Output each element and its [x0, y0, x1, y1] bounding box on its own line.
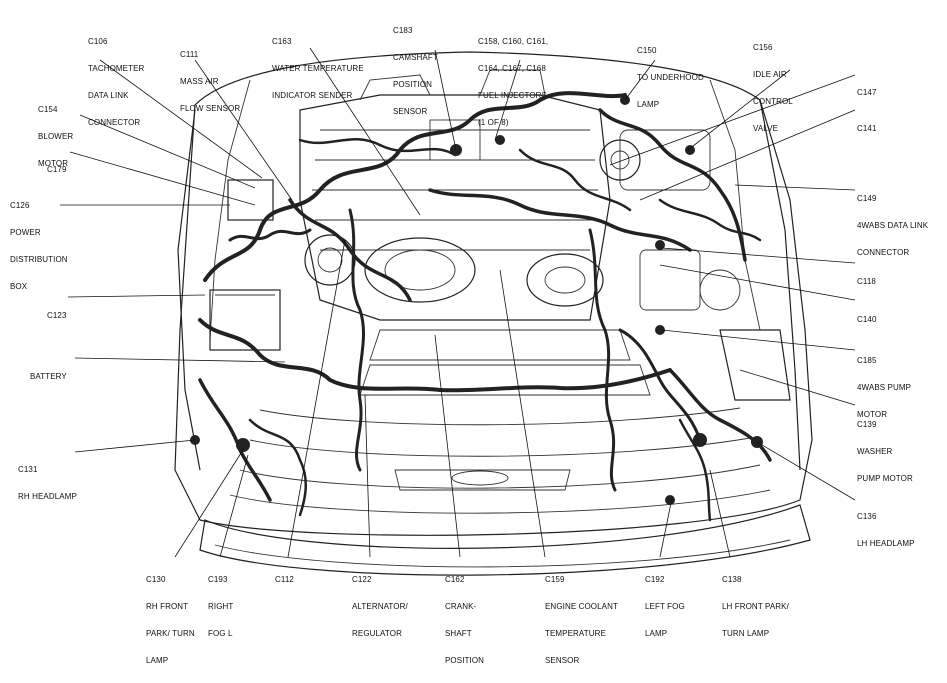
- label-c136-lh-headlamp: C136 LH HEADLAMP: [857, 512, 915, 548]
- label-c138-lh-front-park-turn-lamp: C138 LH FRONT PARK/ TURN LAMP: [722, 575, 789, 638]
- label-c163-water-temperature-indicator-sender: C163 WATER TEMPERATURE INDICATOR SENDER: [272, 37, 364, 100]
- engine-block: [209, 69, 791, 401]
- label-c183-camshaft-position-sensor: C183 CAMSHAFT POSITION SENSOR: [393, 26, 438, 116]
- leader-lines: [60, 47, 856, 558]
- label-c122-alternator-regulator: C122 ALTERNATOR/ REGULATOR: [352, 575, 408, 638]
- label-c141: C141: [857, 124, 877, 133]
- label-c140: C140: [857, 315, 877, 324]
- label-c130-rh-front-park-turn-lamp: C130 RH FRONT PARK/ TURN LAMP: [146, 575, 195, 665]
- label-c118: C118: [857, 277, 876, 286]
- engine-compartment-wiring-diagram: C106 TACHOMETER DATA LINK CONNECTOR C111…: [10, 26, 929, 665]
- label-fuel-injectors: C158, C160, C161, C164, C167, C168 FUEL …: [478, 37, 549, 127]
- label-c126-power-distribution-box: C126 POWER DISTRIBUTION BOX: [10, 201, 68, 291]
- label-c139-washer-pump-motor: C139 WASHER PUMP MOTOR: [857, 420, 913, 483]
- label-c156-idle-air-control-valve: C156 IDLE AIR CONTROL VALVE: [753, 43, 793, 133]
- vehicle-body-outline: [174, 51, 813, 576]
- label-c106-tachometer-data-link-connector: C106 TACHOMETER DATA LINK CONNECTOR: [88, 37, 145, 127]
- label-c185-4wabs-pump-motor: C185 4WABS PUMP MOTOR: [857, 356, 912, 419]
- label-c147: C147: [857, 88, 877, 97]
- label-c111-mass-air-flow-sensor: C111 MASS AIR FLOW SENSOR: [180, 50, 241, 113]
- label-c150-underhood-lamp: C150 TO UNDERHOOD LAMP: [637, 46, 704, 109]
- label-c179: C179: [47, 165, 67, 174]
- label-c192-left-fog-lamp: C192 LEFT FOG LAMP: [645, 575, 685, 638]
- label-c112: C112: [275, 575, 294, 584]
- engine-line-drawing: [60, 47, 856, 576]
- label-c131-rh-headlamp: C131 RH HEADLAMP: [18, 465, 77, 501]
- label-c159-engine-coolant-temperature-sensor: C159 ENGINE COOLANT TEMPERATURE SENSOR: [545, 575, 618, 665]
- label-c193-right-fog-lamp: C193 RIGHT FOG L: [208, 575, 234, 638]
- label-c162-crankshaft-position: C162 CRANK- SHAFT POSITION: [445, 575, 485, 665]
- label-battery: BATTERY: [30, 372, 67, 381]
- label-c123: C123: [47, 311, 67, 320]
- wiring-harness: [190, 91, 772, 522]
- label-c154-blower-motor: C154 BLOWER MOTOR: [38, 105, 74, 168]
- label-c149-4wabs-data-link-connector: C149 4WABS DATA LINK CONNECTOR: [857, 194, 929, 257]
